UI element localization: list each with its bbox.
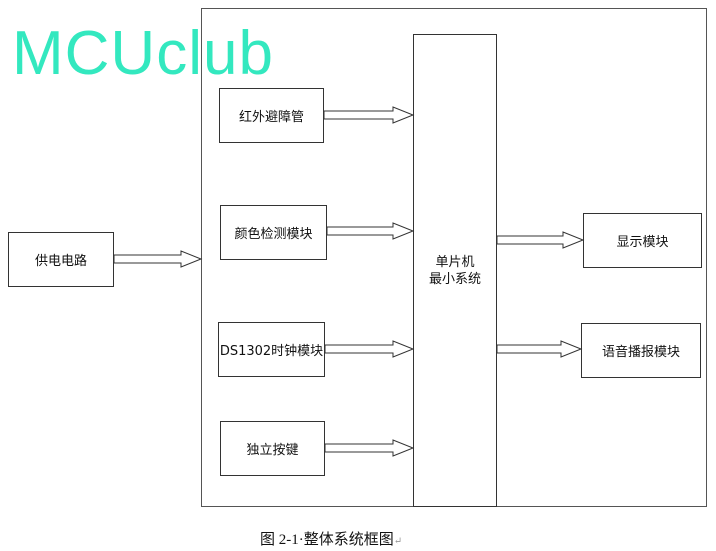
block-label: 语音播报模块 [601, 345, 680, 360]
paragraph-mark: ↵ [393, 536, 403, 547]
arrow-icon [496, 340, 583, 358]
mcu-label-line2: 最小系统 [428, 271, 481, 287]
keys-block: 独立按键 [220, 421, 325, 476]
arrow-icon [324, 340, 415, 358]
arrow-icon [496, 231, 585, 249]
figure-caption: 图 2-1·整体系统框图↵ [260, 528, 402, 549]
arrow-icon [113, 250, 203, 268]
block-label: DS1302时钟模块 [219, 344, 324, 359]
clock-module-block: DS1302时钟模块 [218, 322, 325, 377]
block-label: 显示模块 [616, 235, 669, 250]
display-module-block: 显示模块 [583, 213, 702, 268]
block-label: 独立按键 [246, 443, 299, 458]
infrared-sensor-block: 红外避障管 [219, 88, 324, 143]
block-label: 红外避障管 [238, 110, 304, 125]
power-supply-block: 供电电路 [8, 232, 114, 287]
mcu-block: 单片机 最小系统 [413, 34, 497, 507]
caption-text: 图 2-1·整体系统框图 [260, 532, 394, 548]
arrow-icon [324, 439, 415, 457]
arrow-icon [326, 222, 415, 240]
voice-module-block: 语音播报模块 [581, 323, 701, 378]
mcu-label-line1: 单片机 [435, 254, 475, 270]
block-label: 供电电路 [34, 254, 87, 269]
watermark-logo: MCUclub [12, 19, 274, 88]
arrow-icon [323, 106, 415, 124]
block-label: 颜色检测模块 [234, 227, 313, 242]
